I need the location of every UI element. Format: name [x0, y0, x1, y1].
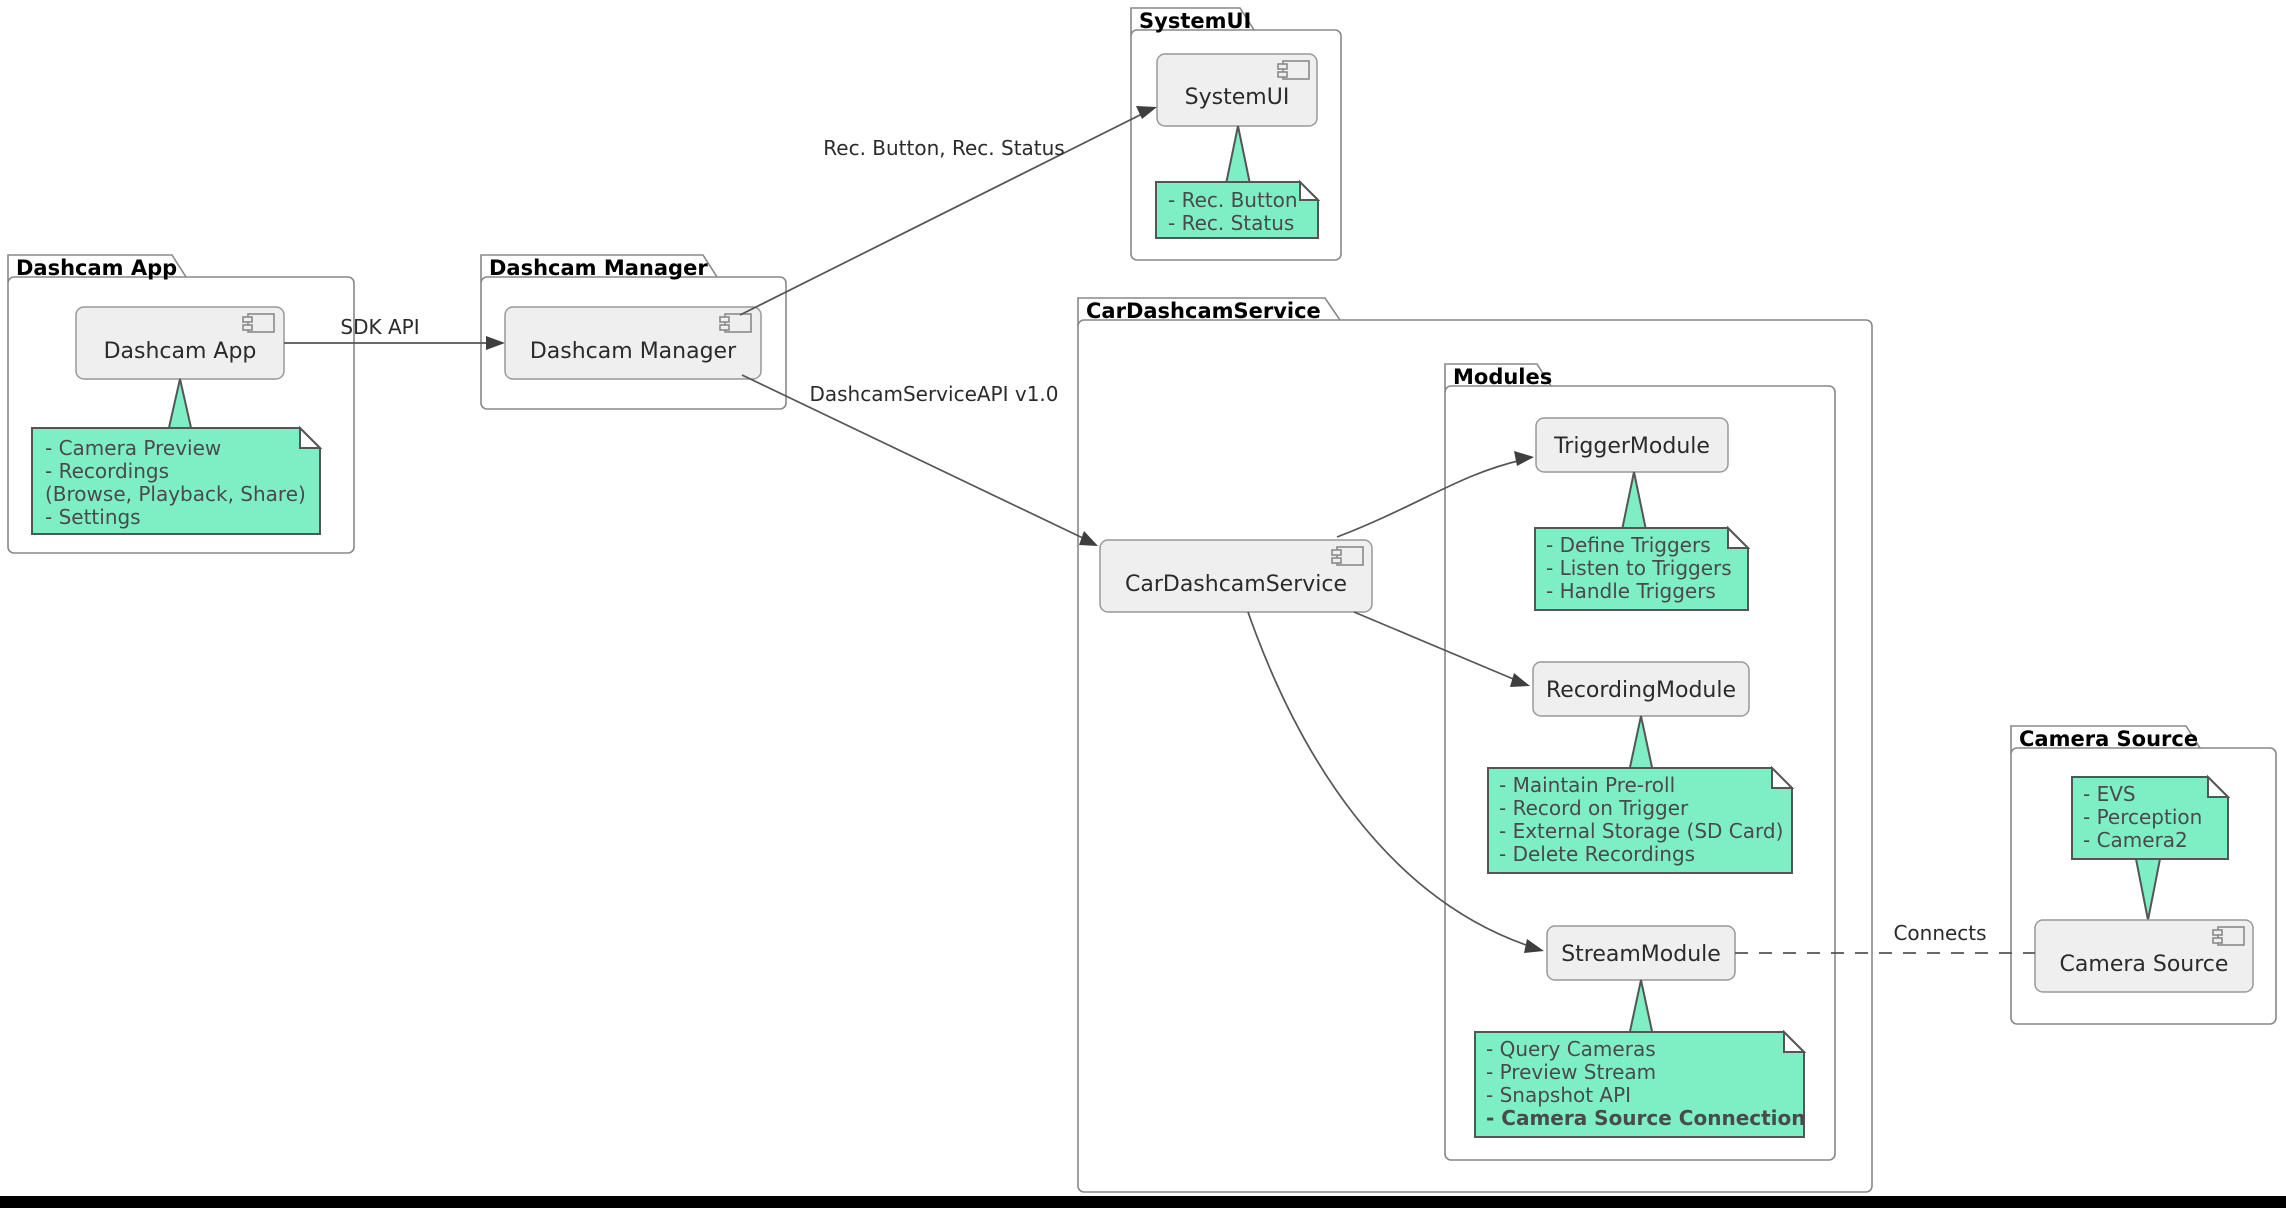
note-shape-systemui [1155, 181, 1319, 239]
note-streammodule: - Query Cameras - Preview Stream - Snaps… [1474, 1029, 1807, 1138]
note-line: - Listen to Triggers [1546, 556, 1732, 580]
edge-arrowhead-dashcamserviceapi [1079, 531, 1098, 546]
note-line: - Delete Recordings [1499, 842, 1695, 866]
note-triggermodule: - Define Triggers - Listen to Triggers -… [1534, 525, 1751, 611]
edge-connects: Connects [1735, 921, 2035, 954]
note-line: - EVS [2083, 782, 2136, 806]
package-dashcam-manager: Dashcam Manager Dashcam Manager [480, 254, 787, 410]
edge-line-rec-button-status [739, 111, 1147, 316]
note-shape-recordingmodule [1487, 767, 1793, 874]
edge-label-sdk-api: SDK API [340, 315, 419, 339]
note-shape-dashcam-app [31, 427, 321, 535]
edge-to-recordingmodule [1353, 611, 1530, 687]
note-line: - Maintain Pre-roll [1499, 773, 1675, 797]
edge-rec-button-status: Rec. Button, Rec. Status [739, 106, 1157, 316]
edge-to-streammodule [1247, 611, 1544, 953]
note-line-emphasis: - Camera Source Connection [1486, 1106, 1806, 1130]
component-glyph-icon [242, 313, 275, 333]
component-label-triggermodule: TriggerModule [1553, 434, 1710, 459]
note-fold-corner-icon [1783, 1029, 1807, 1053]
component-box-triggermodule[interactable] [1535, 417, 1729, 473]
note-line: - Rec. Status [1168, 211, 1294, 235]
package-cardashcamservice: CarDashcamService CarDashcamService Modu… [1077, 297, 1873, 1193]
component-label-dashcam-manager: Dashcam Manager [530, 339, 737, 364]
note-line: - External Storage (SD Card) [1499, 819, 1783, 843]
note-line: (Browse, Playback, Share) [45, 482, 306, 506]
component-glyph-icon [719, 313, 752, 333]
component-dashcam-manager[interactable]: Dashcam Manager [504, 306, 762, 380]
note-line: - Define Triggers [1546, 533, 1711, 557]
note-shape-camera-source [2071, 776, 2229, 860]
component-glyph-icon [2212, 926, 2245, 946]
edge-line-to-recordingmodule [1353, 611, 1519, 682]
note-line: - Camera Preview [45, 436, 221, 460]
component-cardashcamservice[interactable]: CarDashcamService [1099, 539, 1373, 613]
edge-arrowhead-rec-button-status [1136, 106, 1157, 119]
component-glyph-icon [1331, 546, 1364, 566]
component-camera-source[interactable]: Camera Source [2034, 919, 2254, 993]
edge-sdk-api: SDK API [284, 315, 505, 350]
component-label-recordingmodule: RecordingModule [1546, 678, 1736, 703]
component-recordingmodule[interactable]: RecordingModule [1532, 661, 1750, 717]
note-fold-corner-icon [299, 425, 323, 449]
component-label-streammodule: StreamModule [1561, 942, 1721, 967]
package-title-modules: Modules [1453, 365, 1552, 389]
edge-label-dashcamserviceapi: DashcamServiceAPI v1.0 [809, 382, 1058, 406]
note-fold-corner-icon [1299, 179, 1321, 201]
note-fold-corner-icon [1727, 525, 1751, 549]
component-glyph-icon [1277, 60, 1310, 80]
package-modules: Modules TriggerModule - Define Triggers … [1444, 363, 1836, 1161]
component-box-cardashcamservice[interactable] [1099, 539, 1373, 613]
note-line: - Record on Trigger [1499, 796, 1689, 820]
note-recordingmodule: - Maintain Pre-roll - Record on Trigger … [1487, 765, 1795, 874]
note-line: - Rec. Button [1168, 188, 1298, 212]
note-systemui: - Rec. Button - Rec. Status [1155, 179, 1321, 239]
package-title-camera-source: Camera Source [2019, 727, 2198, 751]
edge-arrowhead-sdk-api [486, 336, 505, 350]
note-dashcam-app: - Camera Preview - Recordings (Browse, P… [31, 425, 323, 535]
edge-line-to-triggermodule [1336, 459, 1523, 538]
component-streammodule[interactable]: StreamModule [1546, 925, 1736, 981]
note-line: - Perception [2083, 805, 2202, 829]
package-title-dashcam-manager: Dashcam Manager [489, 256, 708, 280]
edge-label-rec-button-status: Rec. Button, Rec. Status [823, 136, 1064, 160]
note-line: - Query Cameras [1486, 1037, 1656, 1061]
component-box-camera-source[interactable] [2034, 919, 2254, 993]
component-label-cardashcamservice: CarDashcamService [1125, 572, 1347, 597]
package-title-cardashcamservice: CarDashcamService [1086, 299, 1321, 323]
note-fold-corner-icon [2207, 774, 2231, 798]
note-line: - Settings [45, 505, 141, 529]
edge-label-connects: Connects [1893, 921, 1986, 945]
component-systemui[interactable]: SystemUI [1156, 53, 1318, 127]
note-shape-streammodule [1474, 1031, 1805, 1138]
package-systemui: SystemUI SystemUI - Rec. Button - Rec. S… [1130, 7, 1342, 261]
note-line: - Camera2 [2083, 828, 2188, 852]
edge-arrowhead-to-recordingmodule [1510, 673, 1530, 687]
package-title-systemui: SystemUI [1139, 9, 1251, 33]
note-camera-source: - EVS - Perception - Camera2 [2071, 774, 2231, 860]
package-dashcam-app: Dashcam App Dashcam App - Camera Preview… [7, 254, 355, 554]
component-label-dashcam-app: Dashcam App [104, 339, 257, 364]
component-dashcam-app[interactable]: Dashcam App [75, 306, 285, 380]
component-triggermodule[interactable]: TriggerModule [1535, 417, 1729, 473]
note-line: - Snapshot API [1486, 1083, 1631, 1107]
note-stem-camera-source [2134, 858, 2162, 921]
note-line: - Handle Triggers [1546, 579, 1716, 603]
note-line: - Recordings [45, 459, 169, 483]
edge-to-triggermodule [1336, 451, 1534, 538]
edge-arrowhead-to-streammodule [1524, 939, 1544, 953]
package-title-dashcam-app: Dashcam App [16, 256, 177, 280]
note-line: - Preview Stream [1486, 1060, 1656, 1084]
edge-line-dashcamserviceapi [741, 374, 1088, 541]
component-label-camera-source: Camera Source [2060, 952, 2229, 977]
note-shape-triggermodule [1534, 527, 1749, 611]
component-label-systemui: SystemUI [1185, 85, 1290, 110]
note-fold-corner-icon [1771, 765, 1795, 789]
edge-dashcamserviceapi: DashcamServiceAPI v1.0 [741, 374, 1098, 546]
edge-arrowhead-to-triggermodule [1514, 451, 1534, 466]
package-camera-source: Camera Source - EVS - Perception - Camer… [2010, 725, 2277, 1025]
bottom-edge-bar [0, 1196, 2286, 1208]
edge-line-to-streammodule [1247, 611, 1533, 948]
